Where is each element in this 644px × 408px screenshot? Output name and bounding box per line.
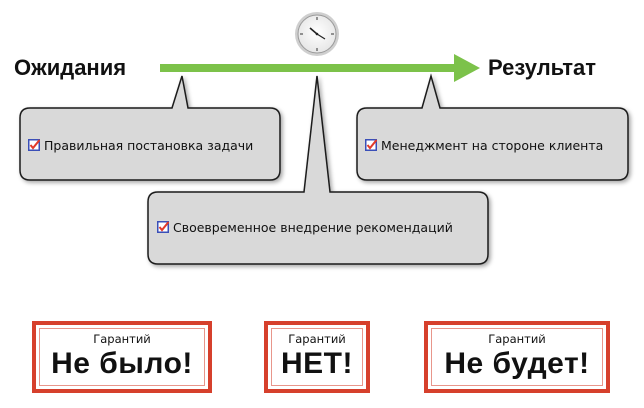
callout-box-2 <box>147 75 489 265</box>
guarantee-stamp-3: Гарантий Не будет! <box>424 321 610 393</box>
start-label: Ожидания <box>14 55 127 80</box>
stamp-caption: Гарантий <box>288 332 346 346</box>
checkbox-checked-icon <box>28 139 40 151</box>
callout-text-1: Правильная постановка задачи <box>44 138 254 153</box>
checkbox-checked-icon <box>157 221 169 233</box>
stamp-value: Не будет! <box>444 347 590 380</box>
callout-text-2: Своевременное внедрение рекомендаций <box>173 220 453 235</box>
guarantee-stamp-1: Гарантий Не было! <box>32 321 212 393</box>
stamp-caption: Гарантий <box>488 332 546 346</box>
callout-text-3: Менеджмент на стороне клиента <box>381 138 604 153</box>
end-label: Результат <box>488 55 597 80</box>
stamp-value: НЕТ! <box>281 347 353 380</box>
callout-box-3 <box>356 73 629 181</box>
timeline-arrow <box>160 54 480 82</box>
stamp-caption: Гарантий <box>93 332 151 346</box>
guarantee-stamp-2: Гарантий НЕТ! <box>264 321 370 393</box>
callout-box-1 <box>19 75 281 181</box>
wall-clock-icon <box>295 12 339 56</box>
checkbox-checked-icon <box>365 139 377 151</box>
stamp-value: Не было! <box>51 347 193 380</box>
